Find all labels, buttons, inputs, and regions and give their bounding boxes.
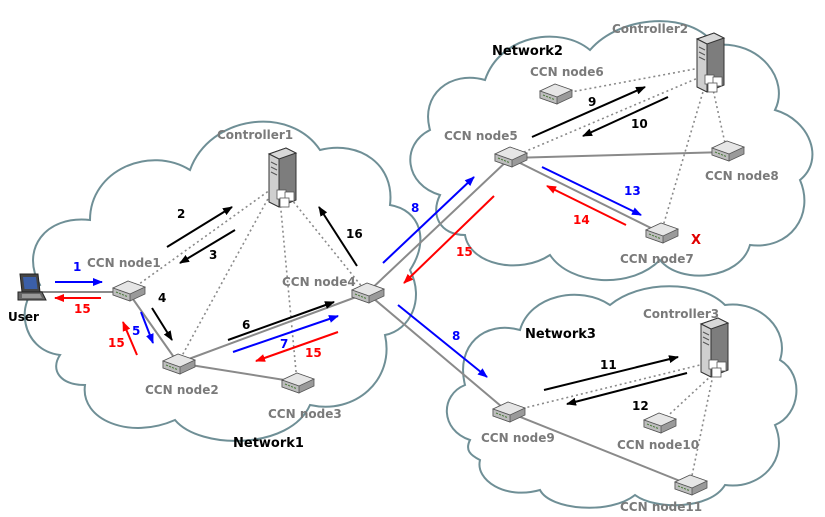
step-label: 15 [108, 336, 125, 350]
step-label: 16 [346, 227, 363, 241]
control-links [127, 67, 728, 486]
ccn-node7-label: CCN node7 [620, 252, 694, 266]
network1-cloud [23, 120, 422, 442]
ccn-node8-label: CCN node8 [705, 169, 779, 183]
ccn-node10-label: CCN node10 [617, 438, 699, 452]
controller1-label: Controller1 [217, 128, 293, 142]
step-label: 10 [631, 117, 648, 131]
step-label: 12 [632, 399, 649, 413]
data-links [40, 151, 728, 486]
controller3-label: Controller3 [643, 307, 719, 321]
step-label: 11 [600, 358, 617, 372]
ccn-node11-label: CCN node11 [620, 500, 702, 514]
step-label: 4 [158, 291, 166, 305]
ccn-node1-label: CCN node1 [87, 256, 161, 270]
network3-cloud [445, 285, 798, 509]
network2-label: Network2 [492, 44, 563, 59]
step-label: 15 [74, 302, 91, 316]
step-label: 7 [280, 337, 288, 351]
ccn-node3-label: CCN node3 [268, 407, 342, 421]
controller2-icon [696, 32, 725, 93]
step-label: 5 [132, 324, 140, 338]
ccn-node5-label: CCN node5 [444, 129, 518, 143]
step-label: 3 [209, 248, 217, 262]
step-label: 2 [177, 207, 185, 221]
blue-arrows [55, 166, 642, 378]
user-laptop-icon [17, 273, 47, 301]
step-label: 14 [573, 213, 590, 227]
user-label: User [8, 310, 39, 324]
step-label: 15 [305, 346, 322, 360]
ccn-node6-label: CCN node6 [530, 65, 604, 79]
ccn-node9-label: CCN node9 [481, 431, 555, 445]
step-label: 6 [242, 318, 250, 332]
failure-mark: X [691, 233, 701, 248]
network3-label: Network3 [525, 327, 596, 342]
ccn-node2-label: CCN node2 [145, 383, 219, 397]
step-label: 15 [456, 245, 473, 259]
step-label: 9 [588, 95, 596, 109]
network2-cloud [409, 20, 814, 281]
ccn-node4-label: CCN node4 [282, 275, 356, 289]
red-arrows [54, 185, 627, 362]
controller1-icon [268, 147, 297, 208]
controller2-label: Controller2 [612, 22, 688, 36]
step-label: 8 [452, 329, 460, 343]
black-arrows [151, 86, 688, 406]
step-label: 13 [624, 184, 641, 198]
controller3-icon [700, 317, 729, 378]
network1-label: Network1 [233, 436, 304, 451]
step-label: 1 [73, 260, 81, 274]
step-label: 8 [411, 201, 419, 215]
